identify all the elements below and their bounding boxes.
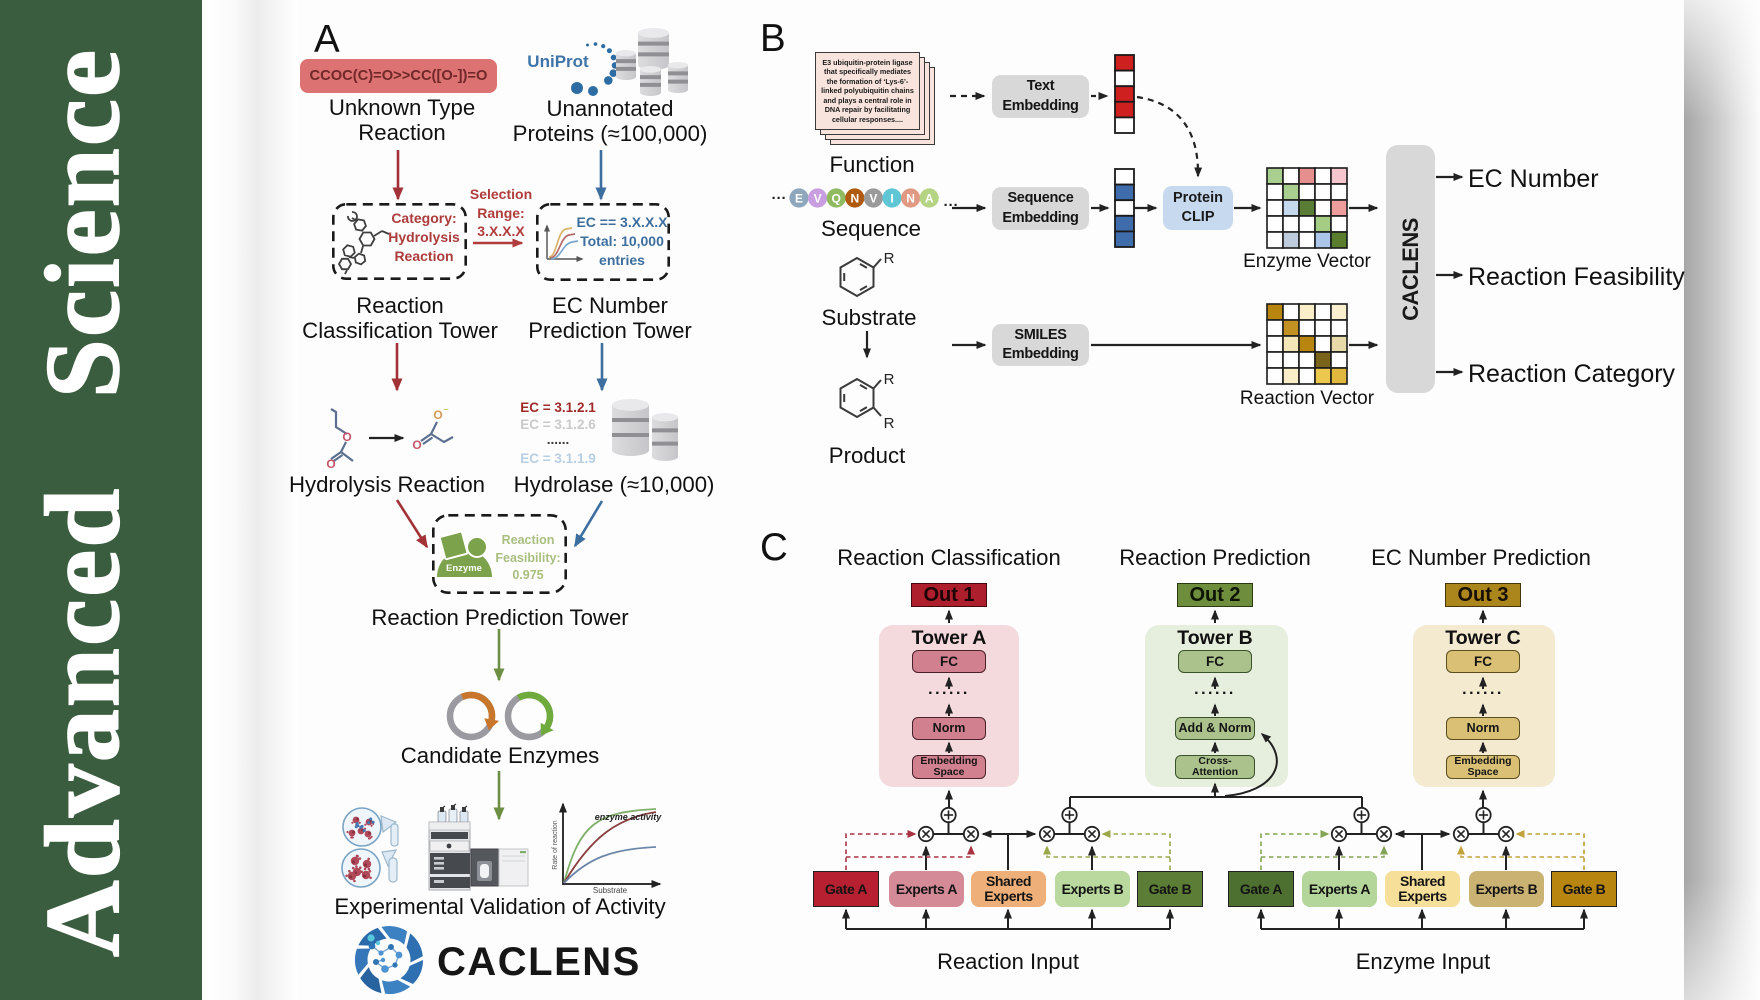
svg-text:R: R — [884, 415, 895, 432]
svg-text:O: O — [326, 457, 335, 471]
svg-text:enzyme activity: enzyme activity — [595, 812, 663, 822]
svg-text:Rate of reaction: Rate of reaction — [552, 820, 559, 870]
svg-text:Enzyme: Enzyme — [446, 563, 482, 574]
svg-text:–: – — [443, 404, 448, 414]
svg-text:···: ··· — [772, 190, 787, 207]
svg-text:A: A — [925, 192, 934, 206]
svg-text:O: O — [342, 430, 351, 444]
svg-text:O: O — [433, 408, 442, 422]
svg-text:R: R — [884, 371, 895, 388]
svg-text:O: O — [412, 438, 421, 452]
svg-text:N: N — [850, 192, 859, 206]
svg-text:Q: Q — [832, 192, 841, 206]
svg-text:V: V — [869, 192, 877, 206]
svg-text:R: R — [884, 250, 895, 267]
svg-text:···: ··· — [944, 197, 959, 214]
svg-text:I: I — [890, 192, 893, 206]
svg-text:Substrate: Substrate — [593, 886, 628, 895]
svg-text:N: N — [906, 192, 915, 206]
svg-text:V: V — [814, 192, 822, 206]
svg-text:E: E — [795, 192, 803, 206]
